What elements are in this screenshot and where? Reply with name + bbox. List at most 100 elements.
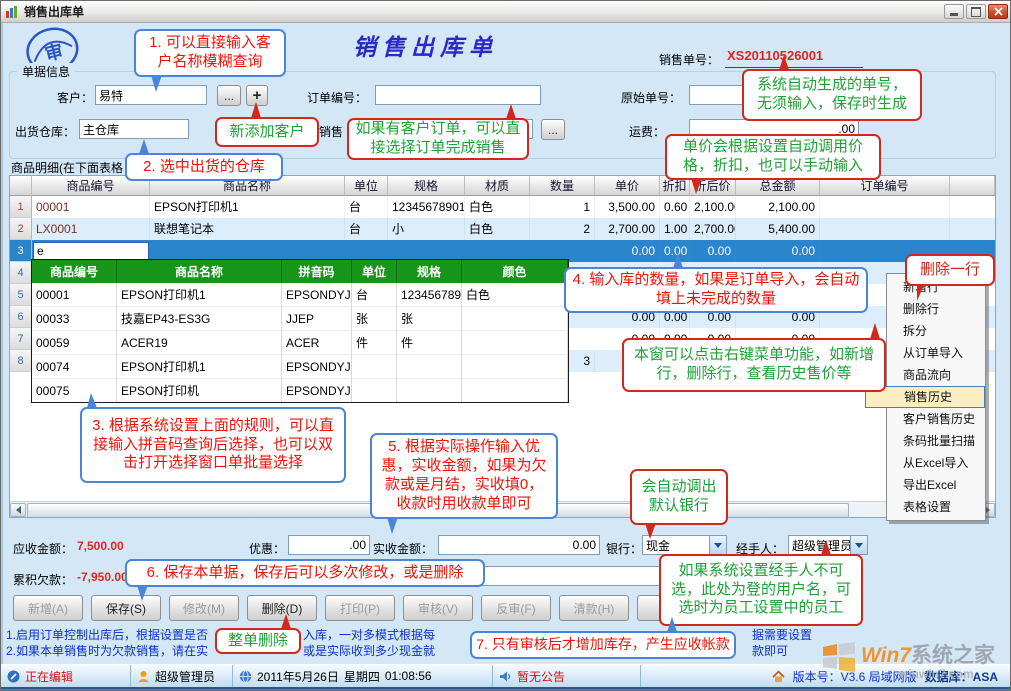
save-button[interactable]: 保存(S) [91,595,161,621]
popup-cell[interactable]: 白色 [462,283,568,307]
close-button[interactable] [988,4,1008,19]
cell-amount[interactable]: 5,400.00 [736,218,820,240]
popup-cell[interactable]: EPSONDYJ1 [282,355,352,379]
popup-cell[interactable]: 00059 [32,331,117,355]
cell-unit[interactable]: 台 [345,196,388,218]
popup-cell[interactable]: 技嘉EP43-ES3G [117,307,282,331]
product-code-editor[interactable]: e [33,242,149,260]
menu-item-export-excel[interactable]: 导出Excel [903,478,957,492]
menu-item-delete-row[interactable]: 删除行 [903,302,940,316]
add-button[interactable]: 新增(A) [13,595,83,621]
chevron-down-icon[interactable] [850,536,867,554]
popup-cell[interactable] [462,355,568,379]
cell-spec[interactable]: 小 [388,218,465,240]
popup-cell[interactable]: EPSONDYJ [282,379,352,402]
menu-item-sales-history[interactable]: 销售历史 [865,386,985,408]
cell-discprice[interactable]: 0.00 [690,306,736,328]
popup-cell[interactable] [462,379,568,402]
bank-select[interactable]: 现金 [642,535,727,555]
popup-cell[interactable] [397,379,462,402]
popup-cell[interactable]: ACER19 [117,331,282,355]
settle-button[interactable]: 清款(H) [559,595,629,621]
cell-discount[interactable]: 1.00 [660,218,690,240]
cell-price[interactable]: 3,500.00 [595,196,660,218]
cell-price[interactable]: 2,700.00 [595,218,660,240]
sale-date-browse-button[interactable]: ... [541,119,565,140]
popup-cell[interactable]: EPSONDYJ [282,283,352,307]
popup-cell[interactable]: 张 [397,307,462,331]
audit-button[interactable]: 审核(V) [403,595,473,621]
discount-input[interactable]: .00 [288,535,370,555]
unaudit-button[interactable]: 反审(F) [481,595,551,621]
menu-item-grid-settings[interactable]: 表格设置 [903,500,952,514]
popup-cell[interactable]: 00075 [32,379,117,402]
maximize-button[interactable] [966,4,986,19]
cell-qty[interactable]: 2 [530,218,595,240]
popup-cell[interactable] [462,331,568,355]
customer-browse-button[interactable]: ... [217,85,241,106]
cell-discprice[interactable]: 2,700.00 [690,218,736,240]
cell-unit[interactable]: 台 [345,218,388,240]
cell-name[interactable]: EPSON打印机1 [150,196,345,218]
popup-cell[interactable]: EPSON打印机1 [117,355,282,379]
menu-item-import-order[interactable]: 从订单导入 [903,346,964,360]
modify-button[interactable]: 修改(M) [169,595,239,621]
popup-row[interactable]: 00074 EPSON打印机1 EPSONDYJ1 [32,355,568,379]
minimize-button[interactable] [944,4,964,19]
cell-material[interactable]: 白色 [465,196,530,218]
cell-amount[interactable]: 0.00 [736,306,820,328]
popup-row[interactable]: 00075 EPSON打印机 EPSONDYJ [32,379,568,402]
popup-cell[interactable] [462,307,568,331]
popup-cell[interactable]: 00001 [32,283,117,307]
popup-cell[interactable]: EPSON打印机 [117,379,282,402]
cell-code[interactable]: LX0001 [32,218,150,240]
cell-orderno[interactable] [820,218,950,240]
menu-item-product-flow[interactable]: 商品流向 [903,368,952,382]
cell-code[interactable]: 00001 [32,196,150,218]
popup-cell[interactable]: 件 [397,331,462,355]
popup-cell[interactable]: 12345678901 [397,283,462,307]
cell-discount[interactable]: 0.60 [660,196,690,218]
scroll-left-button[interactable] [10,503,26,517]
cell-discount[interactable]: 0.00 [660,306,690,328]
cell-discprice[interactable]: 2,100.00 [690,196,736,218]
table-row[interactable]: 2 LX0001 联想笔记本 台 小 白色 2 2,700.00 1.00 2,… [10,218,995,240]
menu-item-import-excel[interactable]: 从Excel导入 [903,456,969,470]
cell-spec[interactable]: 12345678901 [388,196,465,218]
received-input[interactable]: 0.00 [438,535,600,555]
table-row[interactable]: 1 00001 EPSON打印机1 台 12345678901 白色 1 3,5… [10,196,995,218]
popup-cell[interactable]: 00074 [32,355,117,379]
order-no-input[interactable] [375,85,541,105]
popup-cell[interactable]: 00033 [32,307,117,331]
menu-item-split[interactable]: 拆分 [903,324,928,338]
popup-cell[interactable]: JJEP [282,307,352,331]
cell-orderno[interactable] [820,196,950,218]
popup-cell[interactable]: ACER [282,331,352,355]
chevron-down-icon[interactable] [709,536,726,554]
popup-row[interactable]: 00059 ACER19 ACER 件 件 [32,331,568,355]
cell-amount[interactable]: 2,100.00 [736,196,820,218]
popup-cell[interactable]: 件 [352,331,397,355]
menu-item-customer-history[interactable]: 客户销售历史 [903,412,976,426]
warehouse-input[interactable]: 主仓库 [79,119,189,139]
cell-price[interactable]: 0.00 [595,306,660,328]
cell-qty[interactable]: 1 [530,196,595,218]
popup-cell[interactable] [352,355,397,379]
table-row-selected[interactable]: 3 e 0.00 0.00 0.00 0.00 [10,240,995,262]
customer-input[interactable]: 易特 [95,85,207,105]
cell-amount[interactable]: 0.00 [736,240,820,262]
popup-cell[interactable] [352,379,397,402]
print-button[interactable]: 打印(P) [325,595,395,621]
popup-row[interactable]: 00001 EPSON打印机1 EPSONDYJ 台 12345678901 白… [32,283,568,307]
cell-price[interactable]: 0.00 [595,240,660,262]
cell-name[interactable]: 联想笔记本 [150,218,345,240]
cell-material[interactable]: 白色 [465,218,530,240]
popup-cell[interactable]: 张 [352,307,397,331]
cell-discprice[interactable]: 0.00 [690,240,736,262]
popup-cell[interactable]: 台 [352,283,397,307]
menu-item-barcode-scan[interactable]: 条码批量扫描 [903,434,976,448]
cell-qty[interactable]: 3 [530,350,595,372]
popup-cell[interactable] [397,355,462,379]
popup-cell[interactable]: EPSON打印机1 [117,283,282,307]
popup-row[interactable]: 00033 技嘉EP43-ES3G JJEP 张 张 [32,307,568,331]
